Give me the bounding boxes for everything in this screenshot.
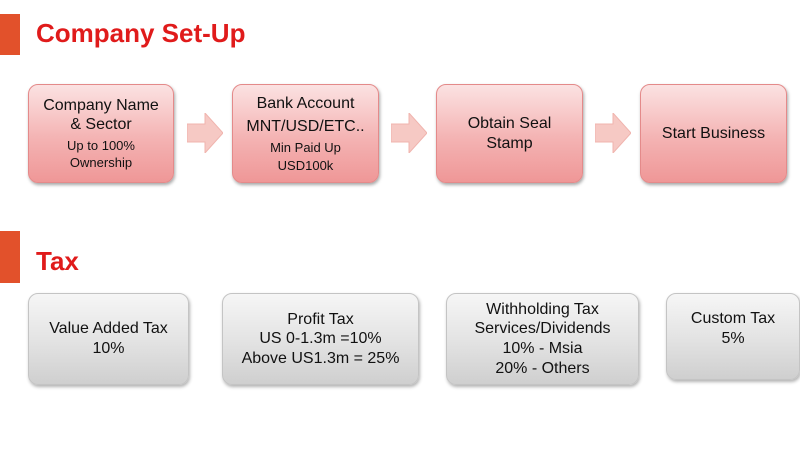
tax-withholding-line2: Services/Dividends (474, 320, 611, 338)
setup-step-obtain-seal: Obtain Seal Stamp (436, 84, 583, 183)
step-company-name-line1: Company Name (43, 97, 159, 115)
tax-withholding-line4: 20% - Others (495, 359, 590, 377)
tax-profit-line2: US 0-1.3m =10% (259, 330, 382, 348)
tax-item-custom-tax: Custom Tax 5% (666, 293, 800, 380)
tax-custom-line1: Custom Tax (690, 310, 776, 327)
step-bank-account-line3: Min Paid Up (270, 140, 341, 156)
tax-vat-line1: Value Added Tax (49, 320, 168, 338)
tax-vat-line2: 10% (92, 340, 125, 357)
step-bank-account-line2: MNT/USD/ETC.. (246, 117, 365, 135)
arrow-right-icon (187, 113, 223, 153)
step-company-name-line3: Up to 100% (67, 137, 135, 153)
arrow-right-icon (595, 113, 631, 153)
step-bank-account-line1: Bank Account (256, 94, 355, 112)
tax-section-title: Tax (36, 246, 79, 276)
step-bank-account-line4: USD100k (277, 157, 334, 173)
arrow-right-icon (391, 113, 427, 153)
tax-withholding-line3: 10% - Msia (502, 340, 583, 357)
tax-custom-line2: 5% (721, 329, 745, 347)
tax-item-profit-tax: Profit Tax US 0-1.3m =10% Above US1.3m =… (222, 293, 419, 385)
tax-accent-bar (0, 231, 20, 283)
tax-item-value-added-tax: Value Added Tax 10% (28, 293, 189, 385)
setup-section-title: Company Set-Up (36, 18, 246, 48)
tax-profit-line1: Profit Tax (287, 310, 354, 328)
setup-step-company-name: Company Name & Sector Up to 100% Ownersh… (28, 84, 174, 183)
setup-accent-bar (0, 14, 20, 55)
tax-profit-line3: Above US1.3m = 25% (241, 349, 400, 367)
step-company-name-line2: & Sector (70, 116, 132, 134)
step-start-business-line1: Start Business (661, 124, 766, 142)
step-obtain-seal-line1: Obtain Seal (467, 115, 552, 133)
setup-step-bank-account: Bank Account MNT/USD/ETC.. Min Paid Up U… (232, 84, 379, 183)
tax-withholding-line1: Withholding Tax (486, 300, 599, 318)
tax-item-withholding-tax: Withholding Tax Services/Dividends 10% -… (446, 293, 639, 385)
step-company-name-line4: Ownership (69, 155, 133, 171)
setup-step-start-business: Start Business (640, 84, 787, 183)
step-obtain-seal-line2: Stamp (486, 134, 533, 152)
